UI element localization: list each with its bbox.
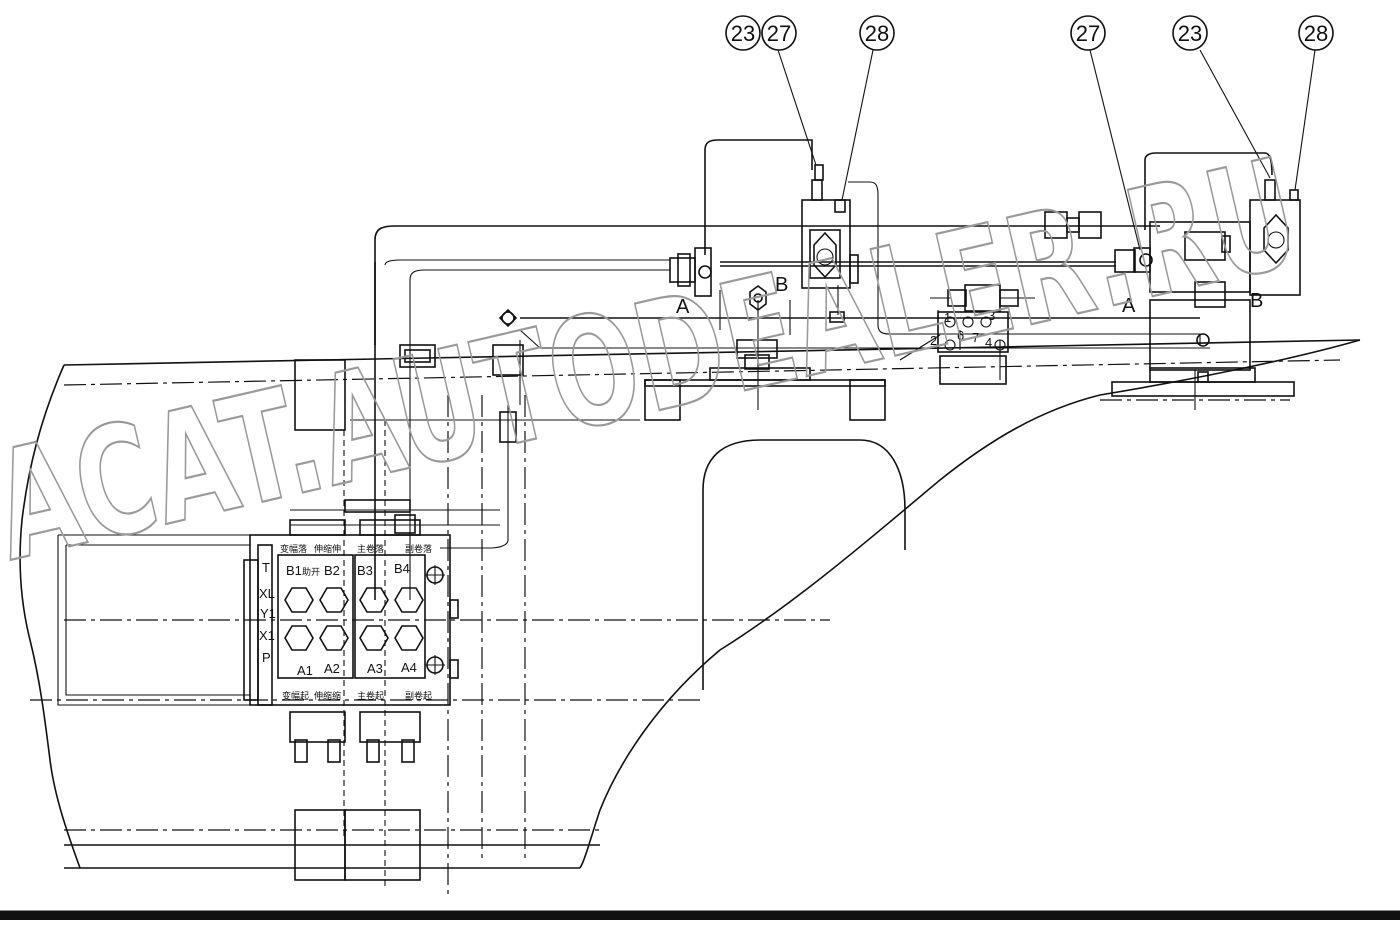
- callout-bubble-28-left: 28: [859, 15, 895, 51]
- valve-top-label-2: 伸缩伸: [314, 543, 341, 554]
- distributor-number-1: 1: [944, 310, 951, 325]
- callout-27-right: 27: [1076, 21, 1100, 46]
- valve-port-xl: XL: [259, 586, 275, 601]
- valve-port-a4: A4: [401, 660, 417, 675]
- distributor-number-4: 4: [985, 335, 992, 350]
- callout-bubble-27-right: 27: [1070, 15, 1106, 51]
- valve-port-a2: A2: [324, 661, 340, 676]
- callout-bubble-28-right: 28: [1298, 15, 1334, 51]
- valve-top-label-4: 副卷落: [405, 543, 432, 554]
- valve-bottom-label-1: 变幅起: [282, 690, 309, 701]
- valve-port-y1: Y1: [260, 606, 276, 621]
- callout-23-right: 23: [1178, 21, 1202, 46]
- port-label-b-left: B: [775, 274, 788, 296]
- valve-port-b1-suffix: 助开: [302, 566, 320, 577]
- left-valve-assembly: [669, 164, 859, 323]
- distributor-number-7: 7: [972, 330, 979, 345]
- valve-bottom-label-3: 主卷起: [357, 690, 384, 701]
- valve-port-x1: X1: [259, 628, 275, 643]
- bottom-border: [0, 910, 1400, 921]
- center-mount: [644, 285, 886, 387]
- callout-bubble-23-left: 23: [725, 15, 761, 51]
- valve-port-a1: A1: [297, 663, 313, 678]
- valve-port-b1: B1: [286, 563, 302, 578]
- valve-port-b2: B2: [324, 563, 340, 578]
- valve-top-label-1: 变幅落: [280, 543, 307, 554]
- valve-top-label-3: 主卷落: [357, 543, 384, 554]
- multiway-valve-block: [243, 519, 459, 763]
- distributor-number-2: 2: [930, 333, 937, 348]
- distributor-number-6: 6: [957, 328, 964, 343]
- a-hex-ports: [284, 625, 424, 651]
- pipe-routing: [374, 139, 1273, 600]
- port-label-b-right: B: [1250, 290, 1263, 312]
- callout-bubble-23-right: 23: [1172, 15, 1208, 51]
- valve-port-t: T: [262, 560, 270, 575]
- callout-bubble-27-left: 27: [761, 15, 797, 51]
- distributor-number-3: 3: [988, 308, 995, 323]
- valve-port-p: P: [262, 650, 271, 665]
- distributor-block: [937, 284, 1019, 385]
- port-label-a-left: A: [676, 296, 690, 318]
- callout-23-left: 23: [731, 21, 755, 46]
- left-connectors: [344, 308, 524, 534]
- valve-port-b3: B3: [357, 563, 373, 578]
- callout-leaders: [777, 49, 1316, 251]
- valve-port-a3: A3: [367, 661, 383, 676]
- right-valve-assembly: [1044, 179, 1301, 383]
- valve-bottom-label-4: 副卷起: [405, 690, 432, 701]
- watermark-text: ACAT.AUTODEALER.RU: [0, 126, 1314, 595]
- callout-28-left: 28: [865, 21, 889, 46]
- valve-port-b4: B4: [394, 561, 410, 576]
- valve-bottom-label-2: 伸缩缩: [314, 690, 341, 701]
- b-hex-ports: [284, 587, 424, 613]
- callout-27-left: 27: [767, 21, 791, 46]
- port-label-a-right: A: [1122, 295, 1136, 317]
- callout-28-right: 28: [1304, 21, 1328, 46]
